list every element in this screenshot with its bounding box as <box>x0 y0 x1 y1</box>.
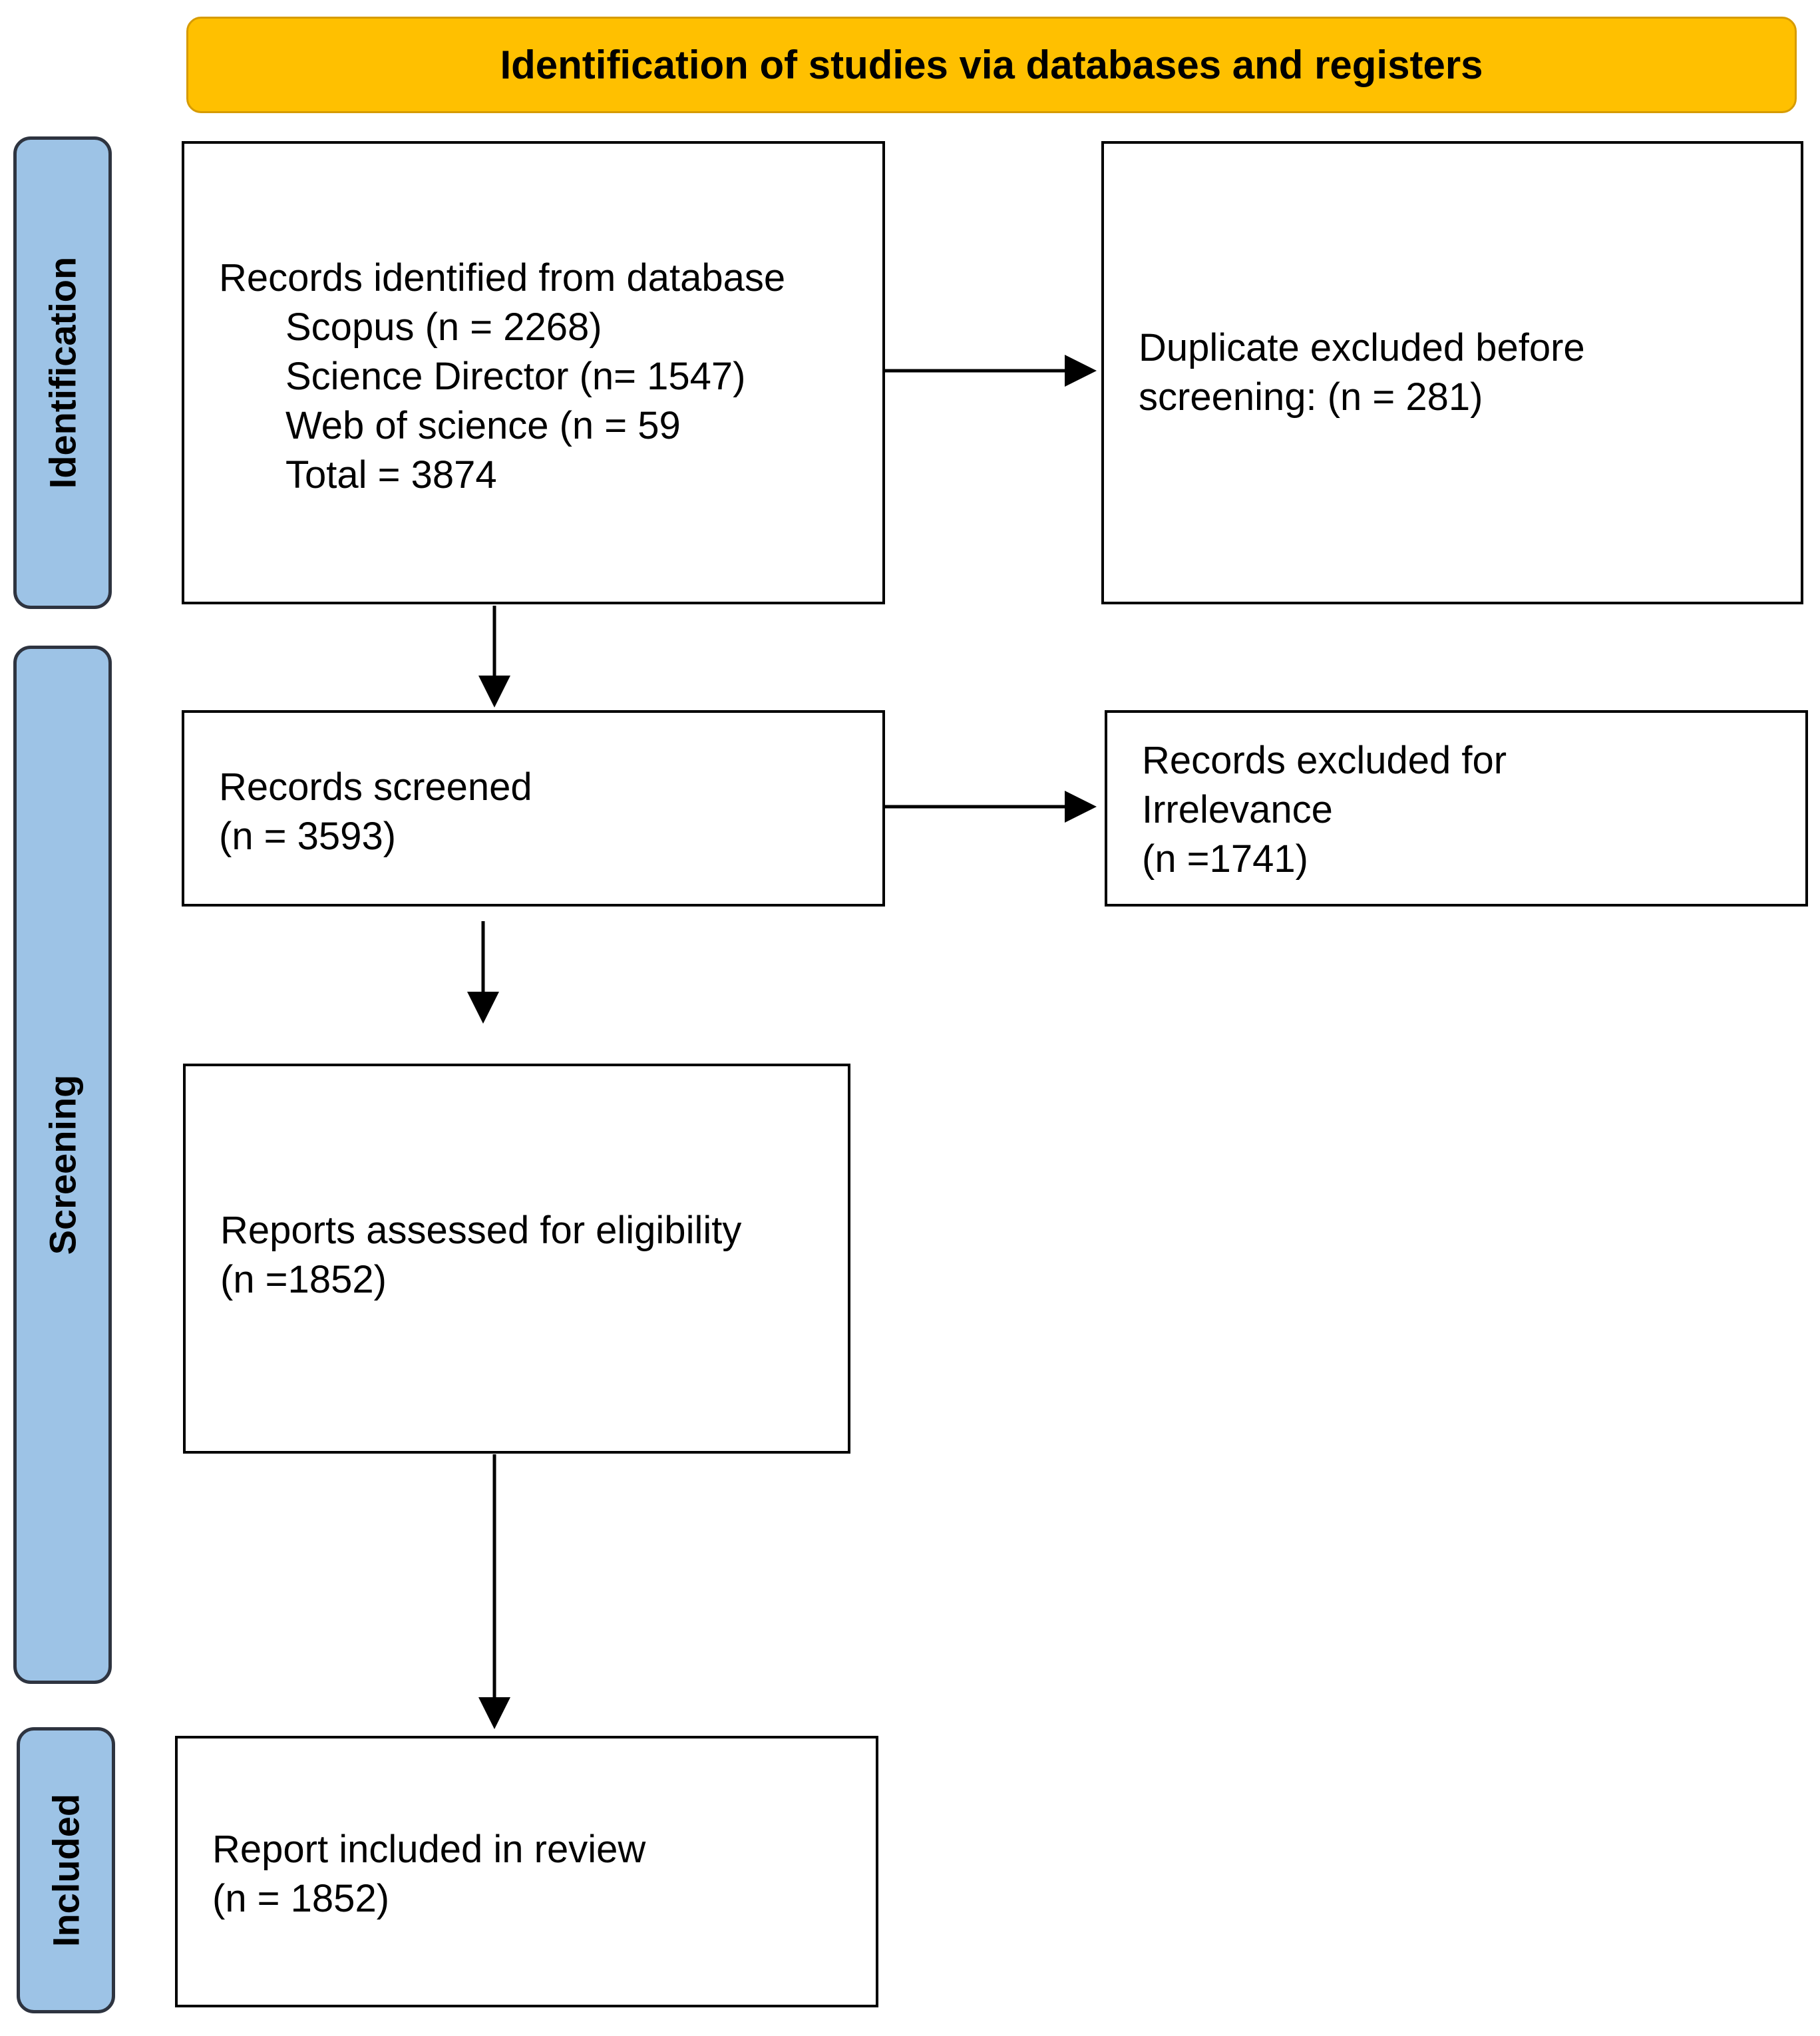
records-identified-heading: Records identified from database <box>219 256 786 300</box>
science-director-count: Science Director (n= 1547) <box>285 355 746 398</box>
phase-included: Included <box>17 1727 115 2013</box>
header-title: Identification of studies via databases … <box>500 43 1483 87</box>
records-excluded-line2: Irrelevance <box>1142 788 1333 831</box>
reports-assessed-line2: (n =1852) <box>220 1258 387 1301</box>
records-screened-box: Records screened (n = 3593) <box>182 710 885 907</box>
arrow-screened-to-assessed <box>467 921 499 1024</box>
report-included-line1: Report included in review <box>212 1828 646 1871</box>
arrow-identified-to-duplicates <box>885 355 1097 387</box>
phase-screening: Screening <box>13 646 112 1684</box>
records-identified-box: Records identified from database Scopus … <box>182 141 885 604</box>
duplicates-excluded-box: Duplicate excluded before screening: (n … <box>1101 141 1803 604</box>
duplicates-excluded-line1: Duplicate excluded before <box>1139 326 1585 369</box>
duplicates-excluded-line2: screening: (n = 281) <box>1139 375 1483 419</box>
web-of-science-count: Web of science (n = 59 <box>285 404 681 447</box>
phase-identification: Identification <box>13 136 112 609</box>
report-included-line2: (n = 1852) <box>212 1877 390 1920</box>
records-excluded-line3: (n =1741) <box>1142 837 1308 881</box>
scopus-count: Scopus (n = 2268) <box>285 305 602 349</box>
records-screened-line2: (n = 3593) <box>219 815 397 858</box>
reports-assessed-box: Reports assessed for eligibility (n =185… <box>183 1064 850 1454</box>
records-excluded-line1: Records excluded for <box>1142 739 1507 782</box>
arrow-screened-to-excluded <box>885 791 1097 823</box>
records-screened-line1: Records screened <box>219 765 532 809</box>
header-bar: Identification of studies via databases … <box>186 17 1797 113</box>
arrow-identified-to-screened <box>478 606 510 708</box>
records-excluded-box: Records excluded for Irrelevance (n =174… <box>1105 710 1808 907</box>
report-included-box: Report included in review (n = 1852) <box>175 1736 878 2007</box>
reports-assessed-line1: Reports assessed for eligibility <box>220 1209 742 1252</box>
total-count: Total = 3874 <box>285 453 497 497</box>
arrow-assessed-to-included <box>478 1454 510 1729</box>
